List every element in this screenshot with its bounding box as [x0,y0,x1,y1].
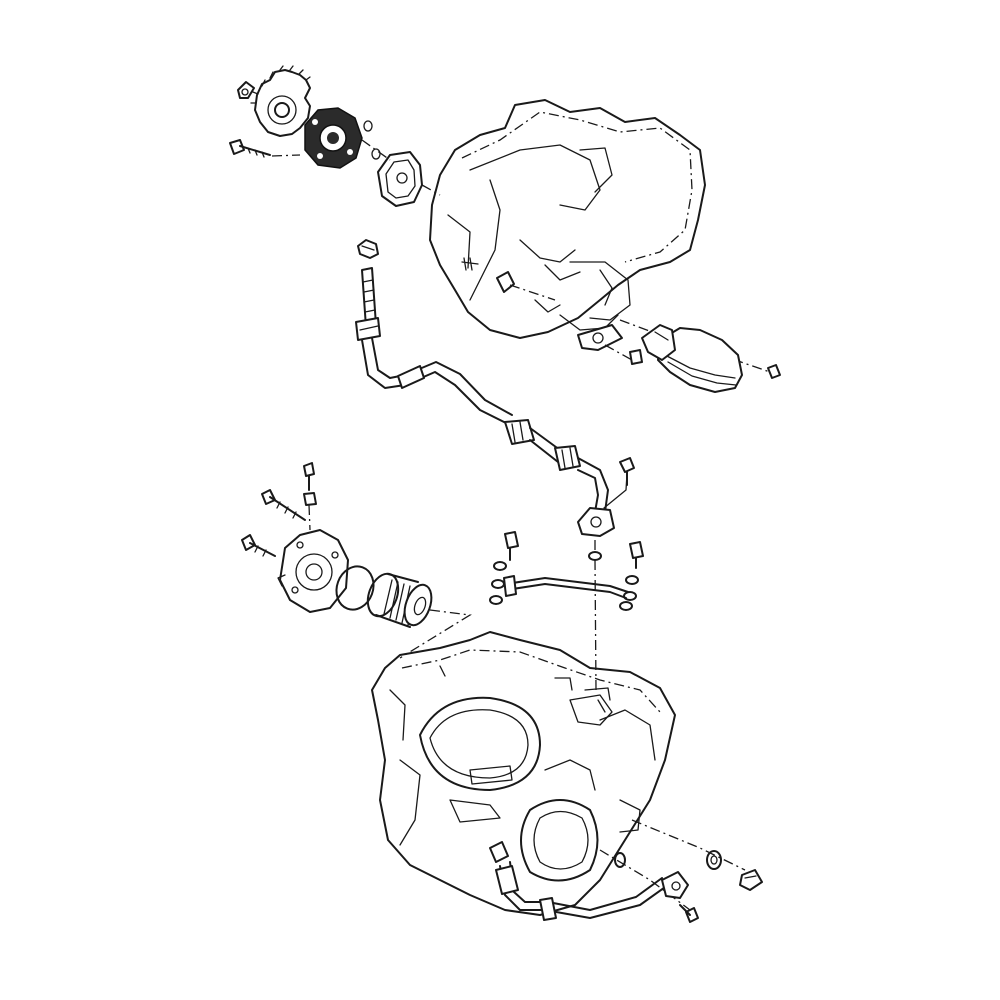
lower-crankcase [371,631,746,916]
drain-plug [614,850,763,891]
hose-clamp [357,239,379,259]
oil-cooler-pipe [361,337,635,550]
oil-filter-element [366,572,472,659]
oil-jet-hose [355,267,381,341]
oil-strainer [629,324,781,393]
pump-gasket [377,151,441,207]
oil-pump-drive-gear [237,65,311,137]
pump-dowel-pins [361,120,391,161]
upper-crankcase [429,99,771,373]
oil-pump [304,107,363,169]
oil-pump-mount-bolt [229,139,301,158]
oil-filter-bolts [241,462,317,557]
oil-pipe-union-bolts [504,531,644,569]
lower-oil-pipe [489,841,699,923]
oil-filter-cover [277,529,349,613]
filter-o-ring [335,565,375,611]
